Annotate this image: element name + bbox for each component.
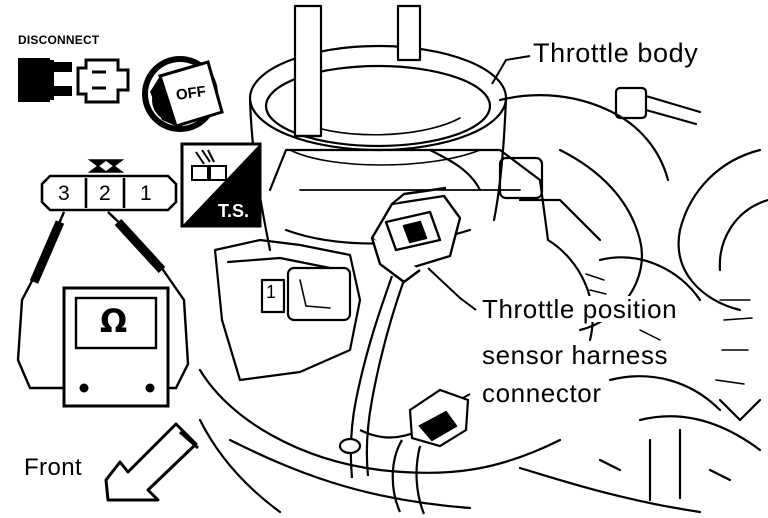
pin-label-3: 3 — [58, 182, 70, 205]
tps-label-line3: connector — [480, 378, 604, 408]
pin-label-1: 1 — [140, 182, 152, 205]
test-probes — [16, 211, 190, 390]
pin-label-2: 2 — [99, 182, 111, 205]
engine-mark-1: 1 — [266, 282, 277, 302]
front-arrow-icon — [104, 422, 199, 502]
disconnect-label: DISCONNECT — [18, 33, 100, 47]
ignition-key-icon — [142, 56, 224, 132]
throttle-body-label: Throttle body — [533, 38, 699, 68]
ts-badge-label: T.S. — [218, 201, 250, 221]
tps-label-line1: Throttle position — [480, 294, 680, 324]
ohm-symbol: Ω — [100, 302, 128, 340]
pin-connector-diagram — [40, 159, 178, 212]
harness-wire — [338, 275, 421, 479]
off-key-label: OFF — [174, 82, 208, 105]
engine-illustration — [198, 4, 768, 514]
ts-badge-icon — [180, 142, 262, 228]
tps-harness-connector — [370, 186, 462, 284]
tps-label-line2: sensor harness — [480, 340, 671, 370]
disconnect-connector-icon — [18, 58, 130, 104]
front-label: Front — [24, 454, 83, 481]
lower-connector — [391, 388, 470, 515]
ohmmeter-icon — [62, 286, 170, 408]
